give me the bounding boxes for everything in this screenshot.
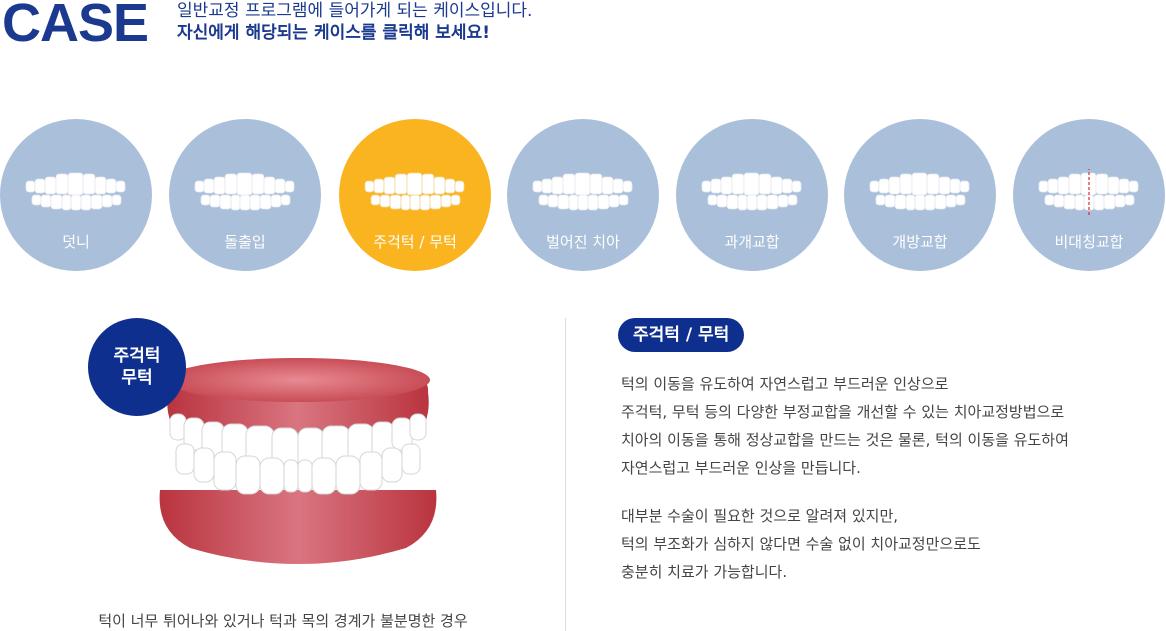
teeth-icon [701, 172, 802, 211]
case-asymmetric-bite-button[interactable]: 비대칭교합 [1013, 119, 1165, 271]
jaw-model-illustration [159, 358, 437, 564]
case-title: CASE [2, 0, 149, 53]
description-line: 주걱턱, 무턱 등의 다양한 부정교합을 개선할 수 있는 치아교정방법으로 [621, 403, 1065, 421]
teeth-icon [532, 172, 633, 211]
case-label: 덧니 [62, 233, 90, 251]
teeth-icon [194, 172, 295, 211]
teeth-icon [1038, 169, 1139, 217]
case-deep-bite-button[interactable]: 과개교합 [676, 119, 828, 271]
description-line: 치아의 이동을 통해 정상교합을 만드는 것은 물론, 턱의 이동을 유도하여 [621, 431, 1069, 449]
case-protrusion-button[interactable]: 돌출입 [169, 119, 321, 271]
header-description: 일반교정 프로그램에 들어가게 되는 케이스입니다. 자신에게 해당되는 케이스… [177, 0, 677, 44]
teeth-icon [869, 172, 970, 211]
description-line: 자연스럽고 부드러운 인상을 만듭니다. [621, 459, 861, 477]
header-line-2: 자신에게 해당되는 케이스를 클릭해 보세요! [177, 23, 490, 43]
teeth-icon [364, 172, 465, 211]
case-gap-teeth-button[interactable]: 벌어진 치아 [507, 119, 659, 271]
case-open-bite-button[interactable]: 개방교합 [844, 119, 996, 271]
description-paragraph-1: 턱의 이동을 유도하여 자연스럽고 부드러운 인상으로 주걱턱, 무턱 등의 다… [621, 370, 1161, 482]
case-label: 주걱턱 / 무턱 [373, 233, 457, 251]
case-badge: 주걱턱 무턱 [88, 318, 186, 416]
teeth-icon [25, 172, 126, 211]
case-label: 벌어진 치아 [546, 233, 620, 251]
badge-line-2: 무턱 [121, 368, 153, 388]
description-line: 대부분 수술이 필요한 것으로 알려져 있지만, [621, 507, 899, 525]
description-line: 충분히 치료가 가능합니다. [621, 563, 788, 581]
description-line: 턱의 이동을 유도하여 자연스럽고 부드러운 인상으로 [621, 375, 949, 393]
description-line: 턱의 부조화가 심하지 않다면 수술 없이 치아교정만으로도 [621, 535, 981, 553]
case-underbite-button[interactable]: 주걱턱 / 무턱 [339, 119, 491, 271]
vertical-divider [565, 318, 566, 631]
case-label: 비대칭교합 [1054, 233, 1124, 251]
case-label: 돌출입 [224, 233, 266, 251]
header-line-1: 일반교정 프로그램에 들어가게 되는 케이스입니다. [177, 1, 533, 21]
badge-line-1: 주걱턱 [113, 346, 161, 366]
case-caption: 턱이 너무 튀어나와 있거나 턱과 목의 경계가 불분명한 경우 [98, 612, 468, 630]
case-crowding-button[interactable]: 덧니 [0, 119, 152, 271]
case-label: 과개교합 [724, 233, 780, 251]
description-paragraph-2: 대부분 수술이 필요한 것으로 알려져 있지만, 턱의 부조화가 심하지 않다면… [621, 502, 1161, 586]
case-tag: 주걱턱 / 무턱 [618, 318, 745, 352]
case-label: 개방교합 [892, 233, 948, 251]
case-selector: 덧니 돌출입 주걱턱 / 무턱 벌어진 치아 과개교합 개방교합 비대칭교합 [0, 119, 1166, 271]
